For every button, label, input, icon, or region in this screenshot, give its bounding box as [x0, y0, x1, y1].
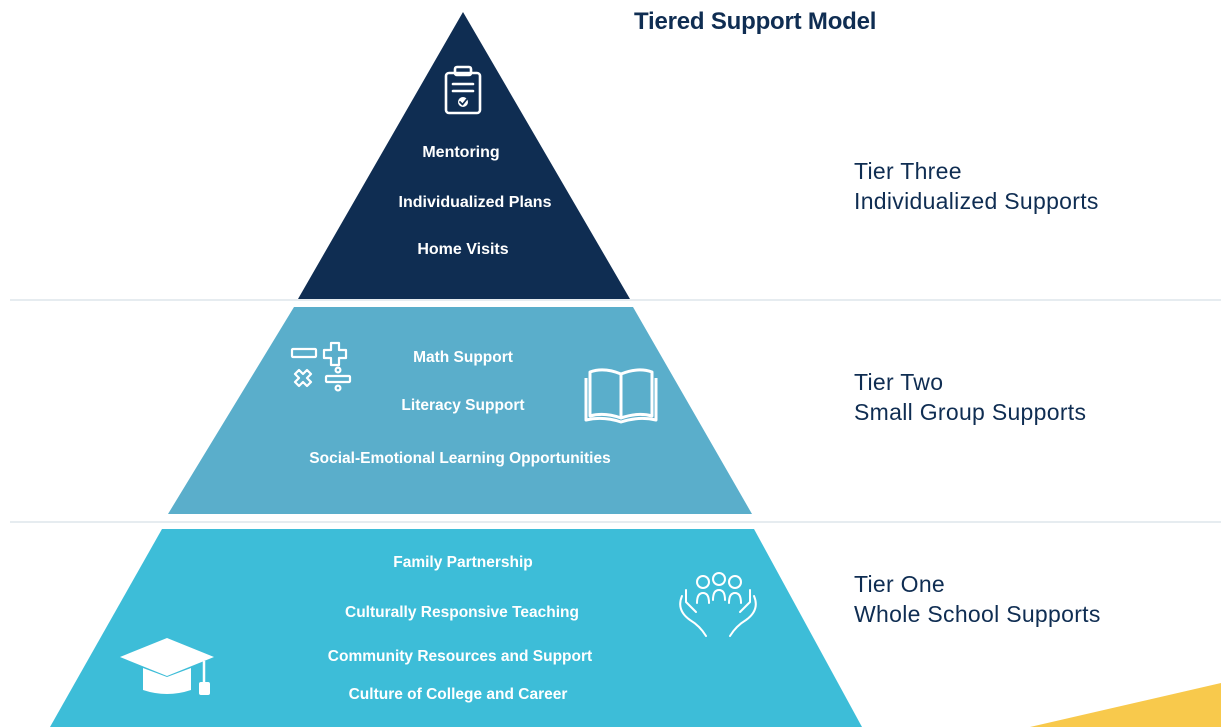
tier-two-section	[168, 307, 752, 514]
tier-one-item: Community Resources and Support	[327, 648, 593, 665]
tier-three-label: Tier Three Individualized Supports	[854, 156, 1099, 216]
tier-three-name: Tier Three	[854, 158, 962, 184]
tier-one-item: Family Partnership	[393, 554, 533, 571]
tier-two-item: Social-Emotional Learning Opportunities	[309, 450, 611, 467]
accent-shape	[1030, 683, 1221, 727]
tier-three-item: Individualized Plans	[398, 194, 552, 211]
tier-one-section	[50, 529, 862, 727]
tier-one-item: Culturally Responsive Teaching	[345, 604, 579, 621]
tier-one-item: Culture of College and Career	[348, 686, 568, 703]
diagram-title: Tiered Support Model	[634, 8, 877, 35]
tier-two-label: Tier Two Small Group Supports	[854, 367, 1086, 427]
tier-one-subtitle: Whole School Supports	[854, 601, 1101, 627]
tier-two-item: Literacy Support	[401, 397, 525, 414]
tier-three-item: Home Visits	[417, 241, 509, 258]
tier-one-name: Tier One	[854, 571, 946, 597]
graduation-cap-icon	[120, 638, 214, 695]
tier-one-label: Tier One Whole School Supports	[854, 569, 1101, 629]
tier-two-item: Math Support	[413, 349, 513, 366]
community-hands-icon	[679, 572, 757, 637]
tier-two-subtitle: Small Group Supports	[854, 399, 1087, 425]
tier-three-item: Mentoring	[422, 144, 500, 161]
tier-two-name: Tier Two	[854, 369, 944, 395]
tier-three-subtitle: Individualized Supports	[854, 188, 1099, 214]
open-book-icon	[584, 368, 658, 424]
math-symbols-icon	[290, 341, 352, 392]
clipboard-check-icon	[444, 65, 482, 115]
tier-three-section	[298, 12, 630, 299]
